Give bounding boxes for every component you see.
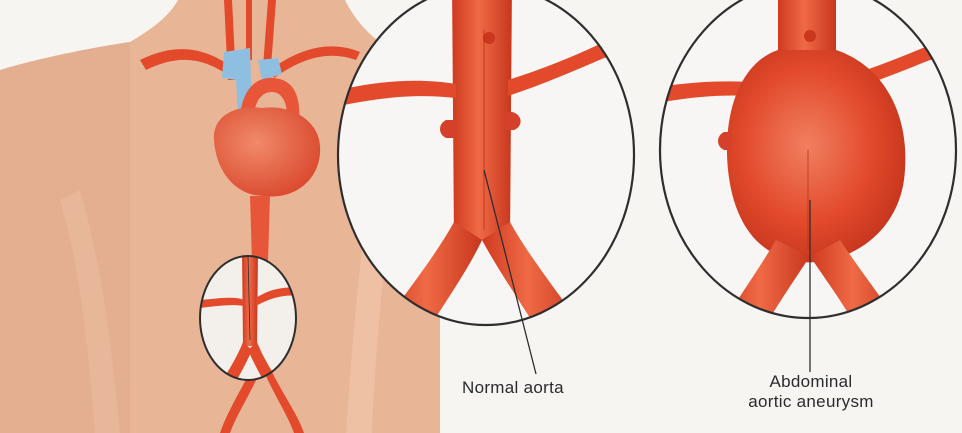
aneurysm-ellipse [652, 0, 962, 344]
aneurysm-label-line-1: Abdominal [718, 372, 904, 392]
aneurysm-label-line-2: aortic aneurysm [718, 392, 904, 412]
normal-aorta-label: Normal aorta [462, 378, 564, 398]
abdominal-aortic-aneurysm-label: Abdominal aortic aneurysm [718, 372, 904, 412]
